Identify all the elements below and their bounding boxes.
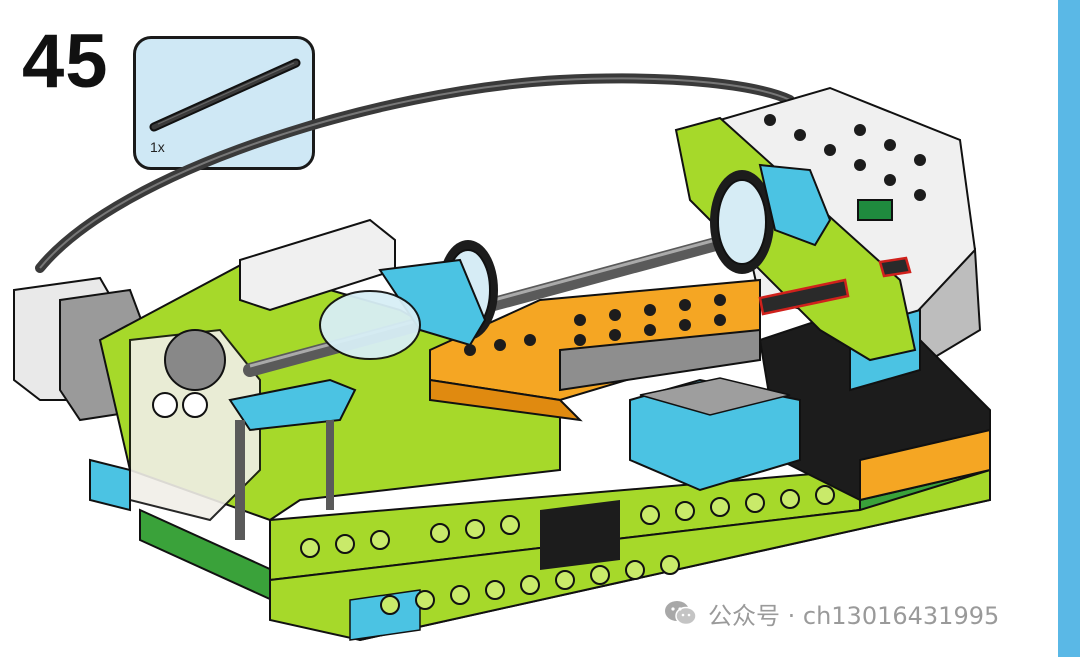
crank-arm: [228, 378, 357, 432]
plate-studs: [464, 114, 926, 356]
wheel-right: [710, 170, 774, 274]
azure-arc-right: [758, 163, 832, 247]
new-axle-highlight: [758, 256, 912, 316]
page-corner: [1028, 0, 1058, 657]
wechat-icon: [664, 599, 698, 627]
gearbox: [129, 328, 261, 522]
watermark-text: 公众号 · ch13016431995: [708, 601, 1000, 630]
watermark: 公众号 · ch13016431995: [664, 596, 999, 630]
step-number: 45: [22, 19, 109, 104]
parts-callout: 1x: [133, 36, 315, 170]
motor-cable: [35, 73, 795, 273]
beam-holes: [300, 485, 835, 615]
front-beam: [269, 468, 991, 642]
azure-blocks: [629, 378, 801, 492]
part-quantity: 1x: [150, 139, 165, 155]
orange-plates: [429, 278, 761, 422]
axle-icon: [149, 58, 301, 132]
clear-bushing: [319, 290, 421, 360]
page-border: [1058, 0, 1080, 657]
